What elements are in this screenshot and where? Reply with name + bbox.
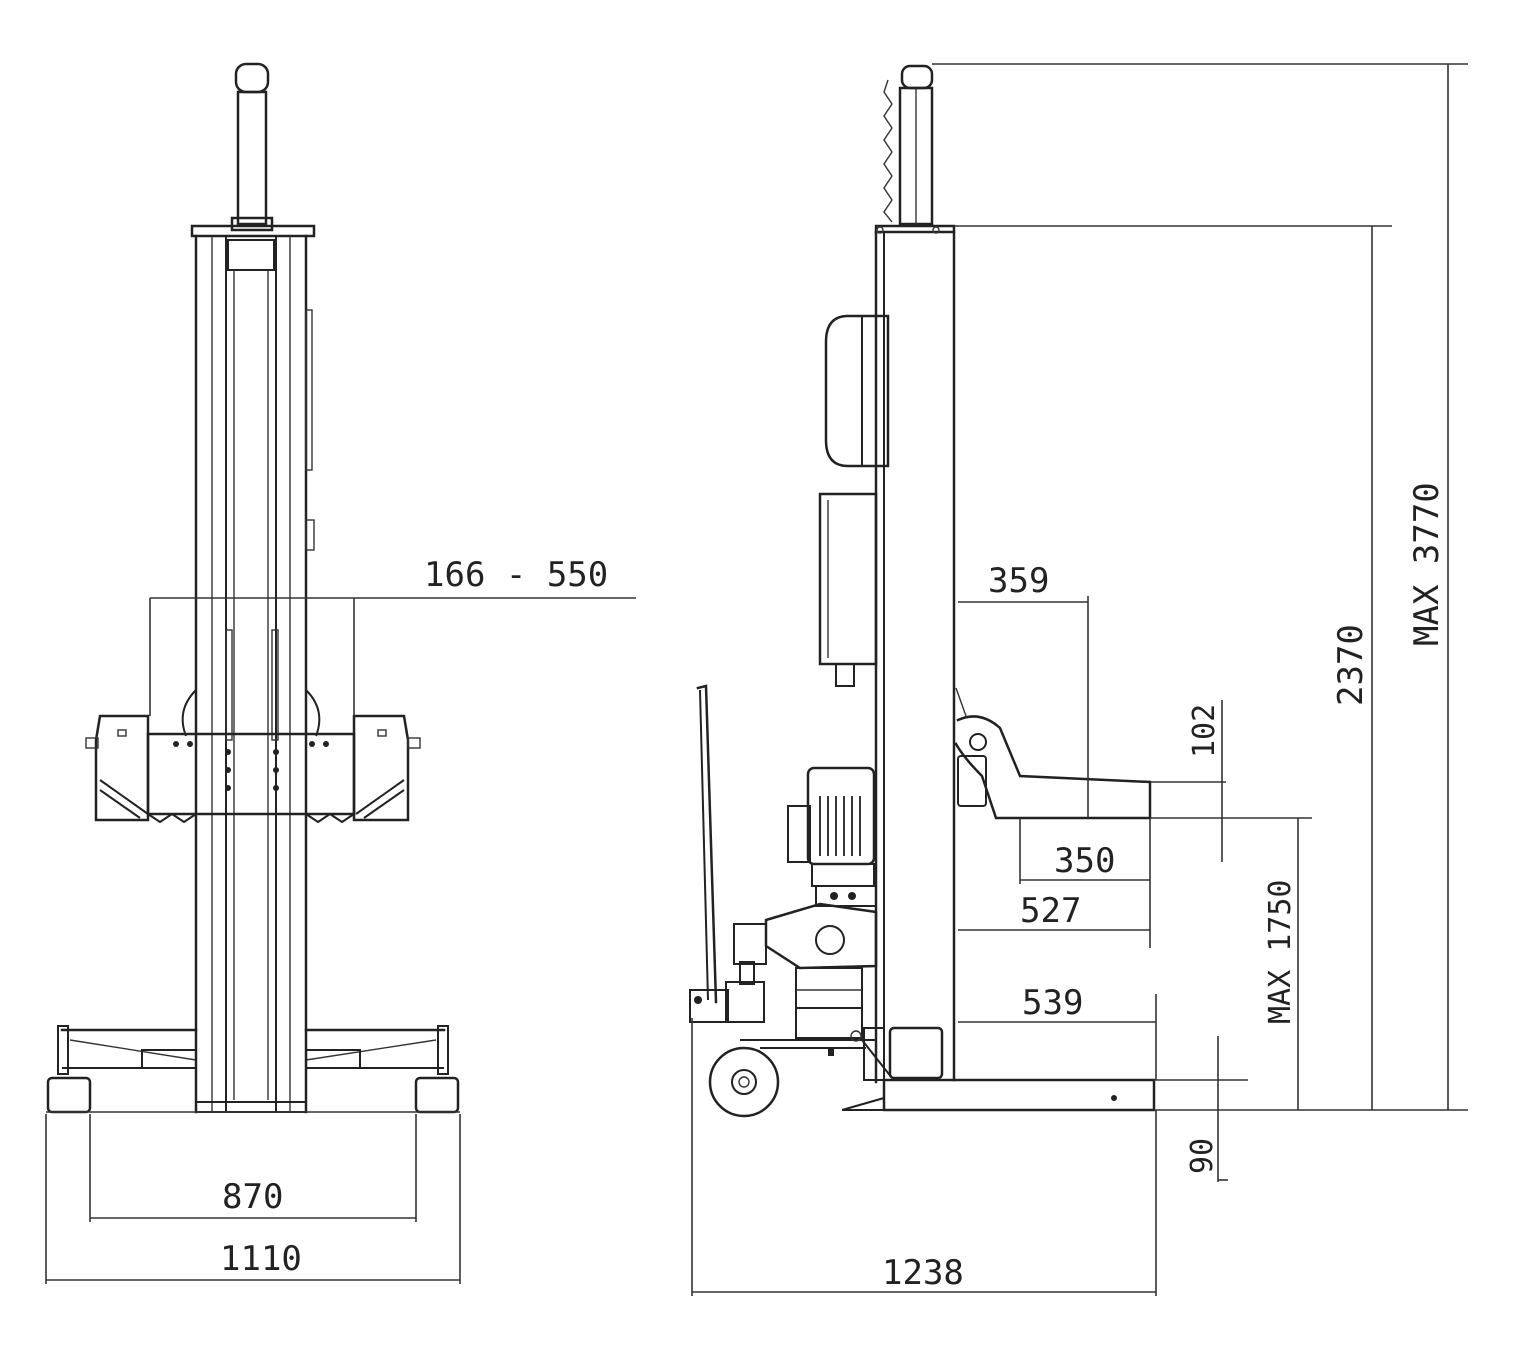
front-left-clamp — [85, 714, 150, 822]
side-view — [689, 64, 1156, 1118]
dim-max-lift-height: MAX 1750 — [1263, 880, 1298, 1025]
side-control-box — [824, 314, 890, 468]
dim-side-102: 102 — [1187, 704, 1222, 758]
dim-column-height: 2370 — [1331, 624, 1371, 706]
dim-side-350: 350 — [1054, 841, 1115, 881]
dim-side-527: 527 — [1020, 891, 1081, 931]
dim-front-outer-width: 1110 — [220, 1239, 302, 1279]
side-cylinder — [883, 64, 934, 226]
side-steering-wheel — [708, 1046, 780, 1118]
side-motor — [787, 766, 877, 907]
dim-side-90: 90 — [1185, 1138, 1220, 1174]
front-view — [46, 62, 460, 1114]
front-carriage — [146, 732, 356, 824]
front-dimensions: 166 - 550 870 1110 — [45, 555, 636, 1284]
side-pump-housing — [764, 902, 878, 1039]
front-base-frame — [57, 1025, 449, 1075]
side-dimensions: 359 102 350 527 539 90 1238 MAX 1750 — [691, 63, 1468, 1296]
dim-front-inner-width: 870 — [222, 1177, 283, 1217]
dim-max-total-height: MAX 3770 — [1407, 482, 1447, 646]
side-base — [841, 1026, 1156, 1112]
dim-side-overall-length: 1238 — [882, 1253, 964, 1293]
front-right-clamp — [352, 714, 421, 822]
dim-side-539: 539 — [1022, 983, 1083, 1023]
front-top-plate — [190, 224, 316, 238]
dim-side-359: 359 — [988, 561, 1049, 601]
front-left-wheel — [46, 1076, 92, 1114]
side-lifting-arm — [954, 687, 1152, 820]
front-cylinder — [230, 62, 274, 232]
dim-arm-range: 166 - 550 — [424, 555, 608, 595]
front-carriage-ring — [181, 689, 321, 737]
front-right-wheel — [414, 1076, 460, 1114]
side-handle — [689, 684, 767, 1023]
front-column — [194, 234, 315, 1114]
